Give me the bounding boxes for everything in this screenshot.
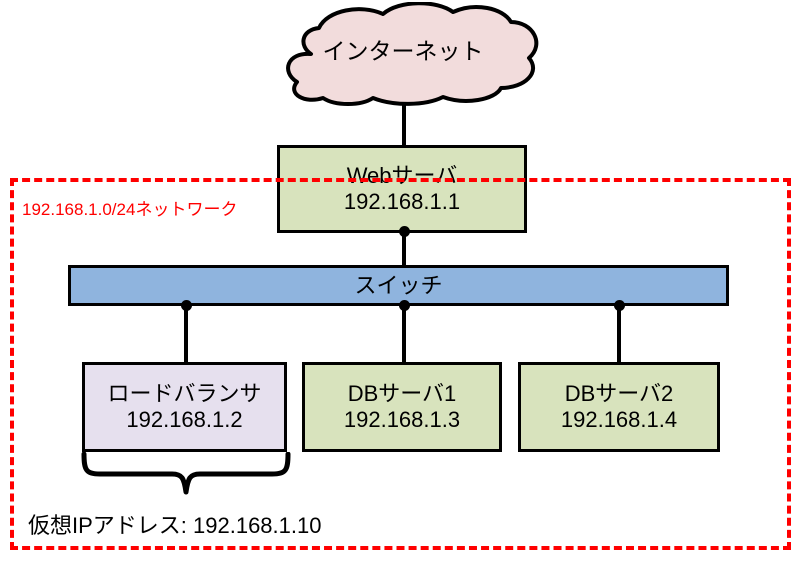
node-web-server-name: Webサーバ xyxy=(346,163,458,189)
node-web-server-ip: 192.168.1.1 xyxy=(343,189,461,214)
virtual-ip-brace-icon xyxy=(80,452,292,496)
node-load-balancer[interactable]: ロードバランサ 192.168.1.2 xyxy=(82,362,287,452)
node-load-balancer-name: ロードバランサ xyxy=(107,381,262,407)
connector-dot-switch-db2 xyxy=(614,300,625,311)
connector-dot-web-bottom xyxy=(399,226,410,237)
node-load-balancer-ip: 192.168.1.2 xyxy=(126,407,243,432)
connector-web-switch xyxy=(402,231,406,267)
node-web-server[interactable]: Webサーバ 192.168.1.1 xyxy=(277,145,527,233)
connector-switch-db1 xyxy=(402,304,406,364)
subnet-label: 192.168.1.0/24ネットワーク xyxy=(22,200,238,219)
node-db-server-1-name: DBサーバ1 xyxy=(347,381,457,407)
node-db-server-1-ip: 192.168.1.3 xyxy=(343,407,461,432)
connector-dot-switch-db1 xyxy=(399,300,410,311)
connector-switch-load-balancer xyxy=(184,304,188,364)
node-db-server-2[interactable]: DBサーバ2 192.168.1.4 xyxy=(518,362,720,452)
virtual-ip-label: 仮想IPアドレス: 192.168.1.10 xyxy=(28,513,322,538)
internet-label: インターネット xyxy=(322,38,484,64)
node-db-server-2-ip: 192.168.1.4 xyxy=(560,407,678,432)
cloud-icon xyxy=(253,2,553,106)
connector-switch-db2 xyxy=(617,304,621,364)
connector-internet-web xyxy=(402,96,406,148)
node-switch[interactable]: スイッチ xyxy=(68,265,729,306)
node-switch-name: スイッチ xyxy=(354,272,443,298)
connector-dot-switch-load-balancer xyxy=(181,300,192,311)
node-db-server-2-name: DBサーバ2 xyxy=(564,381,674,407)
node-db-server-1[interactable]: DBサーバ1 192.168.1.3 xyxy=(302,362,502,452)
